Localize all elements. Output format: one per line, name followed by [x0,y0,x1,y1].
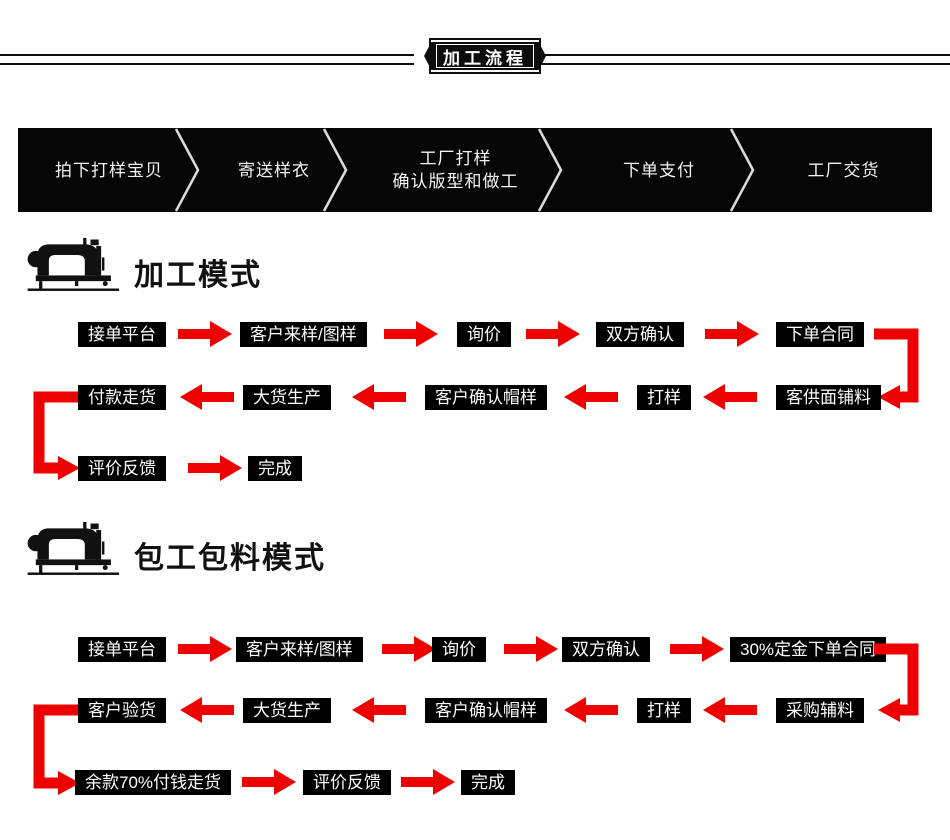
arrow-left-icon [180,697,236,723]
flow-step-box: 打样 [637,385,691,410]
process-step: 工厂交货 [807,160,880,180]
process-step-bar: 拍下打样宝贝 寄送样衣 工厂打样确认版型和做工 下单支付 工厂交货 [18,128,932,212]
ribbon-title: 加工流程 [443,48,527,68]
header-rule-right [536,54,950,65]
arrow-right-icon [502,636,558,662]
flow-step-box: 下单合同 [776,322,864,347]
chevron-separator-icon [729,128,755,212]
header-rule-left [0,54,414,65]
ribbon-inner-border [436,44,534,68]
arrow-right-icon [240,769,296,795]
section-title: 包工包料模式 [134,542,326,575]
arrow-right-icon [668,636,724,662]
arrow-left-icon [352,697,408,723]
arrow-left-icon [180,384,236,410]
chevron-separator-icon [322,128,348,212]
flow-step-box: 双方确认 [596,322,684,347]
arrow-right-icon [382,321,438,347]
flow-step-box: 采购辅料 [776,698,864,723]
section-ribbon-badge: 加工流程 [424,38,546,74]
arrow-right-icon [524,321,580,347]
flow-step-box: 客户来样/图样 [240,322,367,347]
flow-step-box: 询价 [432,637,486,662]
flow-step-box: 完成 [248,456,302,481]
flow-step-box: 评价反馈 [303,770,391,795]
ribbon-core: 加工流程 [424,42,546,70]
flow-step-box: 询价 [457,322,511,347]
arrow-left-icon [352,384,408,410]
sewing-machine-icon [27,521,120,575]
flow-step-box: 客户确认帽样 [425,385,547,410]
arrow-right-icon [703,321,759,347]
elbow-connector-icon [33,391,80,480]
flow-step-box: 客供面铺料 [776,385,881,410]
flow-step-box: 大货生产 [243,385,331,410]
arrow-left-icon [564,384,620,410]
flow-step-box: 双方确认 [562,637,650,662]
arrow-right-icon [186,455,242,481]
flow-step-box: 30%定金下单合同 [730,637,887,662]
arrow-right-icon [176,321,232,347]
process-step: 工厂打样确认版型和做工 [392,149,519,191]
section-title: 加工模式 [134,259,262,292]
arrow-right-icon [399,769,455,795]
chevron-separator-icon [537,128,563,212]
arrow-left-icon [703,697,759,723]
elbow-connector-icon [874,328,919,409]
sewing-machine-icon [27,237,120,291]
elbow-connector-icon [33,704,80,795]
process-step: 寄送样衣 [238,160,310,180]
flow-step-box: 客户确认帽样 [425,698,547,723]
flow-step-box: 余款70%付钱走货 [75,770,232,795]
flow-step-box: 打样 [637,698,691,723]
flow-step-box: 接单平台 [78,322,166,347]
process-step: 下单支付 [623,160,695,180]
arrow-left-icon [564,697,620,723]
elbow-connector-icon [874,643,919,722]
arrow-right-icon [380,636,436,662]
flow-step-box: 评价反馈 [78,456,166,481]
flow-step-box: 客户来样/图样 [236,637,363,662]
flow-step-box: 客户验货 [78,698,166,723]
arrow-right-icon [176,636,232,662]
process-step: 拍下打样宝贝 [55,160,163,180]
chevron-separator-icon [174,128,200,212]
arrow-left-icon [703,384,759,410]
flow-step-box: 大货生产 [243,698,331,723]
flow-step-box: 付款走货 [78,385,166,410]
flow-step-box: 完成 [461,770,515,795]
flow-step-box: 接单平台 [78,637,166,662]
